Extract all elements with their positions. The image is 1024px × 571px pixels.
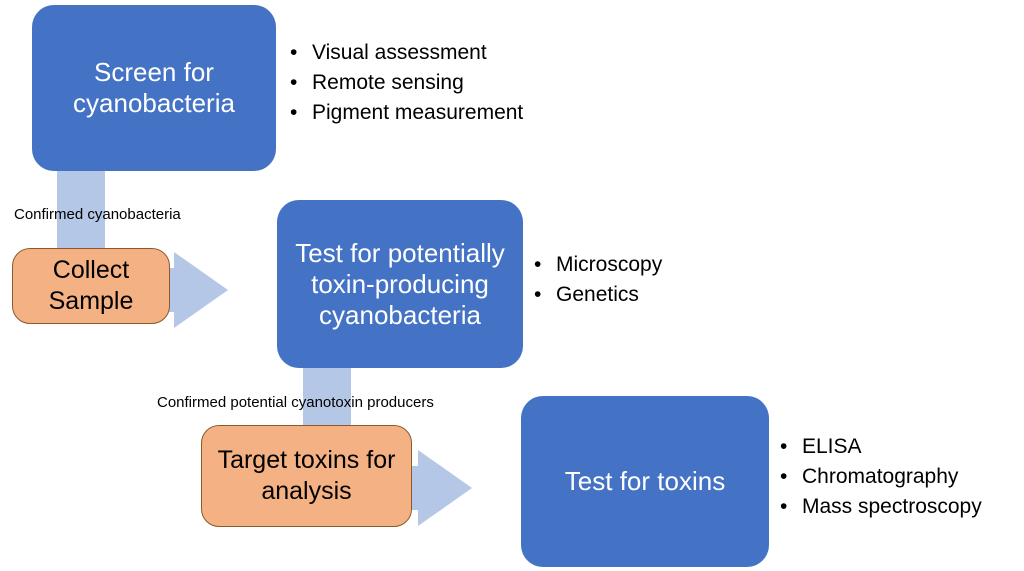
action-label-target-toxins: Target toxins for analysis — [217, 446, 396, 505]
bullet-list-screen: Visual assessment Remote sensing Pigment… — [290, 38, 523, 128]
arrow-right-1 — [168, 252, 228, 328]
bullet-item: ELISA — [780, 432, 982, 462]
bullet-list-test-toxins: ELISA Chromatography Mass spectroscopy — [780, 432, 982, 522]
bullet-list-test-producers: Microscopy Genetics — [534, 250, 662, 310]
bullet-item: Pigment measurement — [290, 98, 523, 128]
action-label-collect-sample: Collect Sample — [48, 256, 134, 315]
bullet-item: Genetics — [534, 280, 662, 310]
arrow-right-2 — [410, 450, 472, 526]
bullet-item: Microscopy — [534, 250, 662, 280]
step-title-screen: Screen for cyanobacteria — [73, 57, 235, 118]
transition-label-confirmed-producers: Confirmed potential cyanotoxin producers — [157, 394, 434, 411]
step-box-test-producers: Test for potentially toxin-producing cya… — [277, 200, 523, 368]
bullet-item: Chromatography — [780, 462, 982, 492]
transition-label-confirmed-cyanobacteria: Confirmed cyanobacteria — [14, 206, 181, 223]
connector-bar-1 — [57, 170, 105, 252]
bullet-item: Mass spectroscopy — [780, 492, 982, 522]
bullet-item: Visual assessment — [290, 38, 523, 68]
action-box-target-toxins: Target toxins for analysis — [201, 425, 412, 527]
step-box-test-toxins: Test for toxins — [521, 396, 769, 567]
action-box-collect-sample: Collect Sample — [12, 248, 170, 324]
step-title-test-toxins: Test for toxins — [564, 466, 726, 496]
connector-bar-2 — [303, 368, 351, 430]
bullet-item: Remote sensing — [290, 68, 523, 98]
step-title-test-producers: Test for potentially toxin-producing cya… — [295, 237, 505, 330]
step-box-screen: Screen for cyanobacteria — [32, 5, 276, 171]
